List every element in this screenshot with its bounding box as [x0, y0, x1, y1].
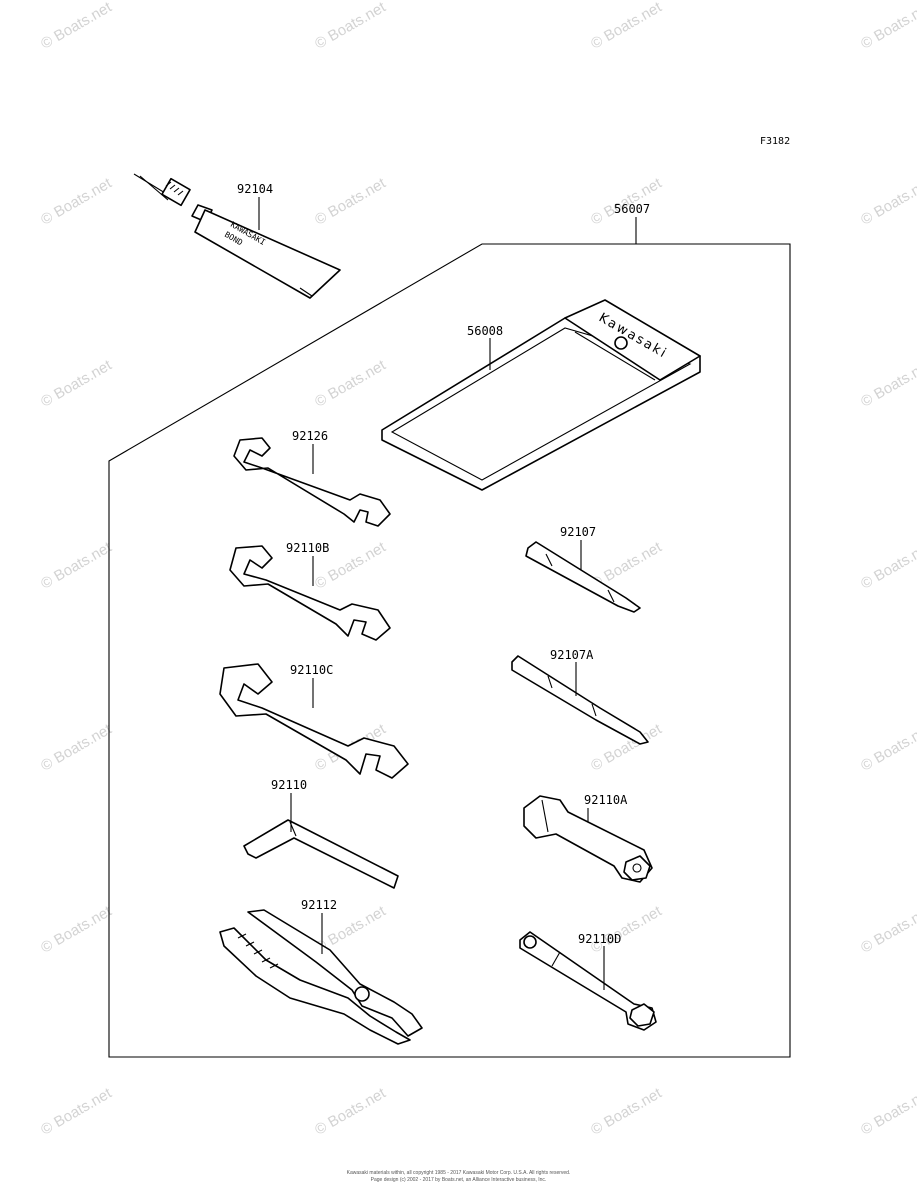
screwdriver-92107a-illustration	[511, 655, 649, 745]
wrench-92126-illustration	[233, 437, 391, 527]
kit-outline	[108, 243, 791, 1058]
part-label-92126: 92126	[292, 429, 328, 443]
part-label-92110d: 92110D	[578, 932, 621, 946]
hex-key-illustration	[243, 819, 399, 889]
part-label-92107: 92107	[560, 525, 596, 539]
socket-92110a-illustration	[523, 795, 653, 883]
part-label-92107a: 92107A	[550, 648, 594, 662]
footer-page-design: Page design (c) 2002 - 2017 by Boats.net…	[370, 1177, 547, 1183]
tool-pouch-illustration: Kawasaki	[381, 299, 701, 491]
pliers-illustration	[219, 909, 423, 1045]
footer-copyright: Kawasaki materials within, all copyright…	[346, 1170, 571, 1176]
wrench-92110b-illustration	[229, 545, 391, 641]
socket-92110d-illustration	[519, 931, 657, 1031]
part-label-56007: 56007	[614, 202, 650, 216]
part-label-92104: 92104	[237, 182, 273, 196]
part-label-92112: 92112	[301, 898, 337, 912]
wrench-92110c-illustration	[219, 663, 409, 779]
part-label-92110c: 92110C	[290, 663, 333, 677]
screwdriver-92107-illustration	[525, 541, 641, 613]
part-label-92110b: 92110B	[286, 541, 329, 555]
part-label-56008: 56008	[467, 324, 503, 338]
part-label-92110: 92110	[271, 778, 307, 792]
part-label-92110a: 92110A	[584, 793, 628, 807]
figure-code: F3182	[760, 136, 791, 147]
